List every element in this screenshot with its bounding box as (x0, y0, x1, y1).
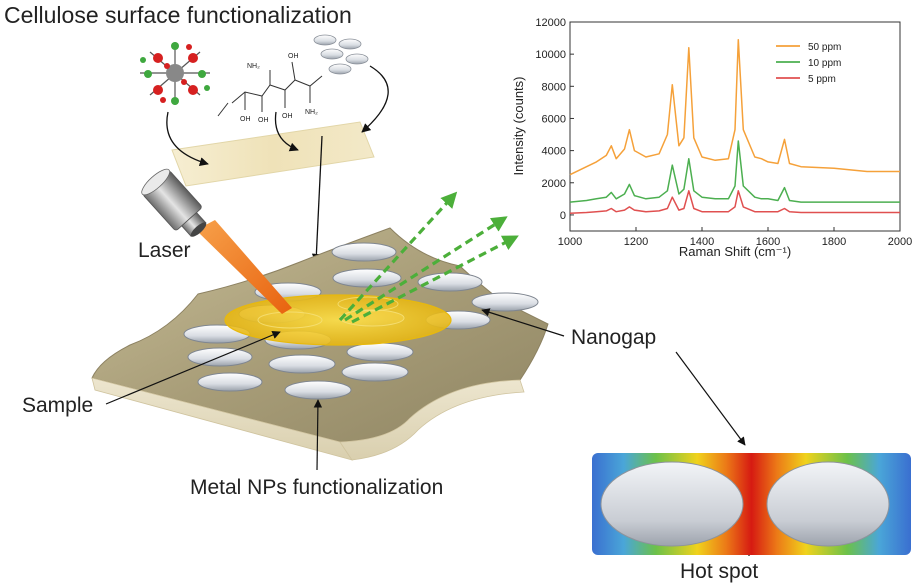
chart-x-tick-label: 1800 (822, 236, 846, 248)
chart-y-axis-label: Intensity (counts) (511, 77, 526, 176)
chart-y-tick-label: 10000 (535, 49, 566, 61)
chart-series-line-2 (569, 190, 900, 215)
laser-label: Laser (138, 239, 191, 262)
laser-icon (141, 168, 292, 314)
title-label: Cellulose surface functionalization (4, 2, 352, 28)
sample-label: Sample (22, 394, 93, 417)
chart-y-tick-label: 12000 (535, 17, 566, 29)
chart-legend-label-1: 10 ppm (808, 58, 841, 69)
nanoparticle-group-icon (313, 34, 369, 75)
chart-y-tick-label: 6000 (542, 113, 566, 125)
chart-x-tick-label: 2000 (888, 236, 912, 248)
metal-complex-icon (140, 42, 210, 105)
chart-series-line-0 (569, 38, 900, 176)
chart-x-axis-label: Raman Shift (cm⁻¹) (679, 244, 791, 259)
chart-x-tick-label: 1000 (558, 236, 582, 248)
molecule-label-nh2-a: NH₂ (247, 63, 260, 70)
molecule-label-oh-d: OH (282, 113, 293, 120)
chart-x-tick-label: 1400 (690, 236, 714, 248)
hot-spot-inset (592, 453, 911, 555)
raman-chart: 1000 1200 1400 1600 1800 2000 0 2000 4000 6000 800… (511, 17, 912, 259)
scattered-light-arrows (338, 191, 519, 324)
sample-area (224, 294, 452, 346)
molecule-label-oh-a: OH (288, 53, 299, 60)
chitosan-structure-icon (217, 61, 323, 117)
chart-y-tick-label: 0 (560, 210, 566, 222)
chart-y-tick-label: 8000 (542, 81, 566, 93)
chart-x-tick-label: 1600 (756, 236, 780, 248)
cellulose-strip (171, 121, 375, 187)
chart-y-tick-label: 4000 (542, 146, 566, 158)
chart-series-line-1 (569, 140, 900, 203)
molecule-label-oh-c: OH (258, 117, 269, 124)
chart-y-tick-label: 2000 (542, 178, 566, 190)
molecule-label-oh-b: OH (240, 116, 251, 123)
molecule-label-nh2-b: NH₂ (305, 109, 318, 116)
chart-legend-label-2: 5 ppm (808, 74, 836, 85)
functionalization-arrows (166, 65, 389, 263)
metal-nps-label: Metal NPs functionalization (190, 476, 443, 499)
nanogap-label: Nanogap (571, 326, 656, 349)
chart-legend-label-0: 50 ppm (808, 42, 841, 53)
hot-spot-label: Hot spot (680, 560, 758, 583)
chart-x-tick-label: 1200 (624, 236, 648, 248)
